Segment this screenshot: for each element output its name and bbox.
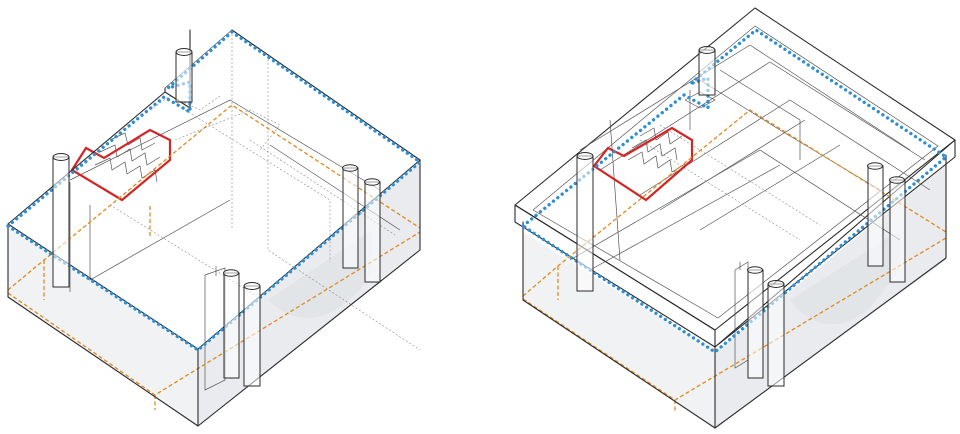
- left-stair-red-outline: [70, 128, 172, 202]
- cylinder-pillar-icon: [223, 269, 240, 379]
- right-stair-red-outline: [592, 126, 694, 202]
- left-interior-lines: [69, 29, 421, 391]
- cylinder-pillar-icon: [243, 282, 261, 387]
- right-staircase: [592, 91, 716, 202]
- left-orange-dashed: [7, 104, 421, 410]
- cylinder-pillar-icon: [767, 280, 785, 387]
- right-pillars: [576, 46, 906, 387]
- cylinder-pillar-icon: [364, 178, 381, 283]
- cylinder-pillar-icon: [698, 46, 716, 96]
- cylinder-pillar-icon: [52, 153, 70, 288]
- left-pillars: [52, 48, 381, 387]
- left-blue-perimeter: [6, 29, 423, 353]
- left-axonometric-building: [6, 29, 423, 427]
- right-roof-slab: [514, 7, 956, 348]
- left-staircase: [70, 128, 172, 202]
- cylinder-pillar-icon: [576, 152, 594, 292]
- right-interior-beams: [569, 44, 931, 369]
- left-front-wall-fill: [8, 224, 198, 426]
- cylinder-pillar-icon: [867, 162, 884, 267]
- right-box-outline: [522, 154, 947, 429]
- right-axonometric-building: [514, 7, 956, 429]
- right-front-wall-fill: [523, 232, 715, 428]
- cylinder-pillar-icon: [747, 266, 764, 379]
- cylinder-pillar-icon: [342, 164, 359, 269]
- cylinder-pillar-icon: [889, 176, 906, 283]
- right-orange-dashed: [522, 109, 947, 413]
- cylinder-pillar-icon: [175, 48, 193, 103]
